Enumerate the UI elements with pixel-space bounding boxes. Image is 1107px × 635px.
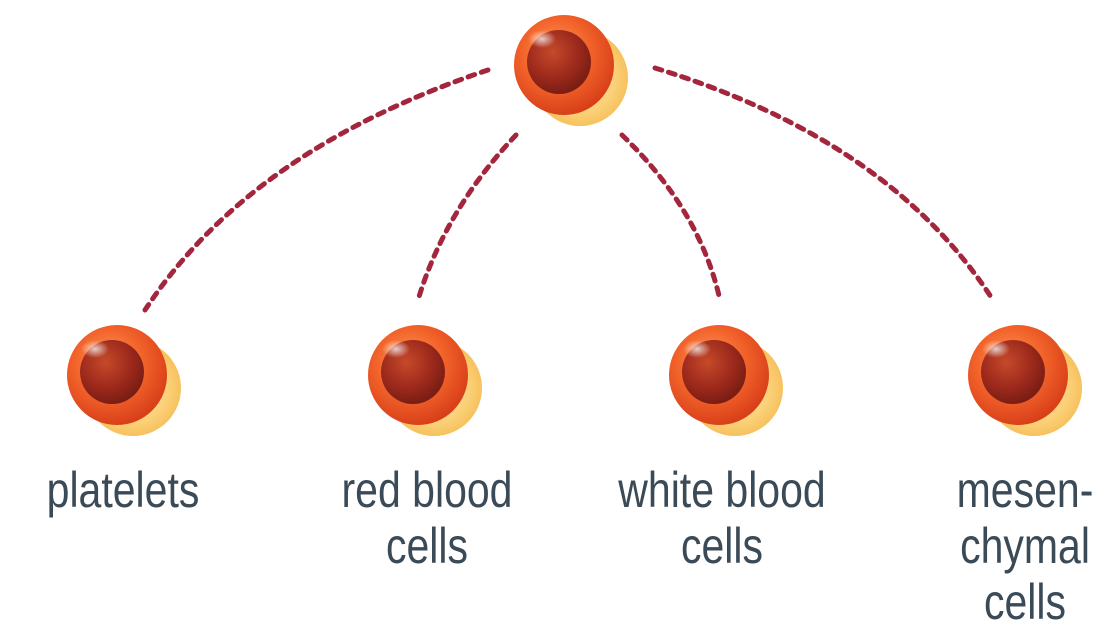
label-red-blood-cells-line1: red blood [316, 462, 537, 518]
label-platelets-line1: platelets [22, 462, 224, 518]
connector-to-red-blood-cells [418, 135, 516, 300]
platelet-cell [67, 325, 181, 436]
label-platelets: platelets [22, 462, 224, 518]
label-white-blood-cells: white blood cells [599, 462, 845, 574]
white-blood-cell [669, 325, 783, 436]
label-mesenchymal-cells-line3: cells [943, 574, 1107, 630]
stem-cell [514, 15, 628, 126]
connector-to-mesenchymal-cells [655, 68, 993, 300]
label-mesenchymal-cells: mesen- chymal cells [943, 462, 1107, 630]
label-mesenchymal-cells-line1: mesen- [943, 462, 1107, 518]
connector-to-white-blood-cells [622, 135, 720, 300]
label-red-blood-cells: red blood cells [316, 462, 537, 574]
connector-to-platelets [145, 70, 488, 310]
label-red-blood-cells-line2: cells [316, 518, 537, 574]
red-blood-cell [368, 325, 482, 436]
mesenchymal-cell [968, 325, 1082, 436]
label-mesenchymal-cells-line2: chymal [943, 518, 1107, 574]
label-white-blood-cells-line2: cells [599, 518, 845, 574]
label-white-blood-cells-line1: white blood [599, 462, 845, 518]
